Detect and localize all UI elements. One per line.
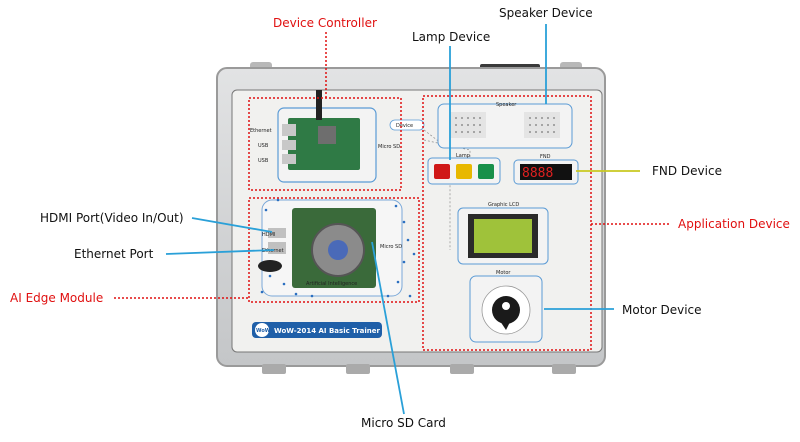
badge-logo (255, 323, 269, 337)
foot-4 (552, 364, 576, 374)
motor-pointer (498, 318, 512, 330)
foot-1 (262, 364, 286, 374)
board-ethernet2-text: Ethernet (262, 248, 284, 254)
board-lcd-text: Graphic LCD (488, 202, 519, 208)
label-speaker-device: Speaker Device (499, 6, 593, 20)
lamp-red (434, 164, 450, 179)
cable-loop (258, 260, 282, 272)
label-ethernet-port: Ethernet Port (74, 247, 154, 261)
board-usb2-text: USB (258, 158, 269, 164)
device-tag (389, 119, 425, 131)
hdmi-leader (191, 217, 273, 233)
board-fnd-text: FND (540, 154, 551, 160)
label-application-device: Application Device (678, 217, 790, 231)
product-badge (252, 322, 382, 338)
ethernet-jack-2 (268, 242, 286, 254)
board-microsd2-text: Micro SD (380, 244, 402, 250)
power-cable (316, 90, 322, 120)
lcd-screen (474, 219, 532, 253)
edge-highlight (248, 197, 420, 303)
fnd-digits: 8888 (522, 166, 553, 181)
label-micro-sd-card: Micro SD Card (361, 416, 446, 430)
label-fnd-device: FND Device (652, 164, 722, 178)
board-microsd-text: Micro SD (378, 144, 400, 150)
motor-knob-dot (502, 302, 510, 310)
usb-jack-2 (282, 154, 296, 164)
lamp-green (478, 164, 494, 179)
foot-3 (450, 364, 474, 374)
board-lamp-text: Lamp (456, 153, 470, 159)
label-motor-device: Motor Device (622, 303, 702, 317)
soc-chip (318, 126, 336, 144)
label-ai-edge-module: AI Edge Module (10, 291, 104, 305)
badge-logo-text: WoW (256, 328, 271, 334)
label-hdmi-port: HDMI Port(Video In/Out) (40, 211, 184, 225)
board-hdmi-text: HDMI (262, 232, 275, 238)
board-motor-text: Motor (496, 270, 511, 276)
board-ethernet-text: Ethernet (250, 128, 272, 134)
board-usb1-text: USB (258, 143, 269, 149)
speaker-holes (455, 117, 555, 133)
fan-hub (328, 240, 348, 260)
controller-highlight (248, 97, 402, 191)
micro-sd-leader (371, 241, 405, 415)
usb-jack-1 (282, 140, 296, 150)
hdmi-jack (268, 228, 286, 238)
dot-pattern (260, 198, 416, 298)
application-highlight (422, 95, 592, 351)
ethernet-jack (282, 124, 296, 136)
badge-text: WoW-2014 AI Basic Trainer (274, 327, 380, 335)
label-device-controller: Device Controller (273, 16, 377, 30)
ethernet-leader (165, 249, 275, 255)
fnd-display (520, 164, 572, 180)
foot-2 (346, 364, 370, 374)
label-lamp-device: Lamp Device (412, 30, 491, 44)
lamp-yellow (456, 164, 472, 179)
board-speaker-text: Speaker (496, 102, 517, 108)
device-tag-text: Device (396, 123, 413, 129)
board-artificial-text: Artificial Intelligence (306, 281, 357, 287)
